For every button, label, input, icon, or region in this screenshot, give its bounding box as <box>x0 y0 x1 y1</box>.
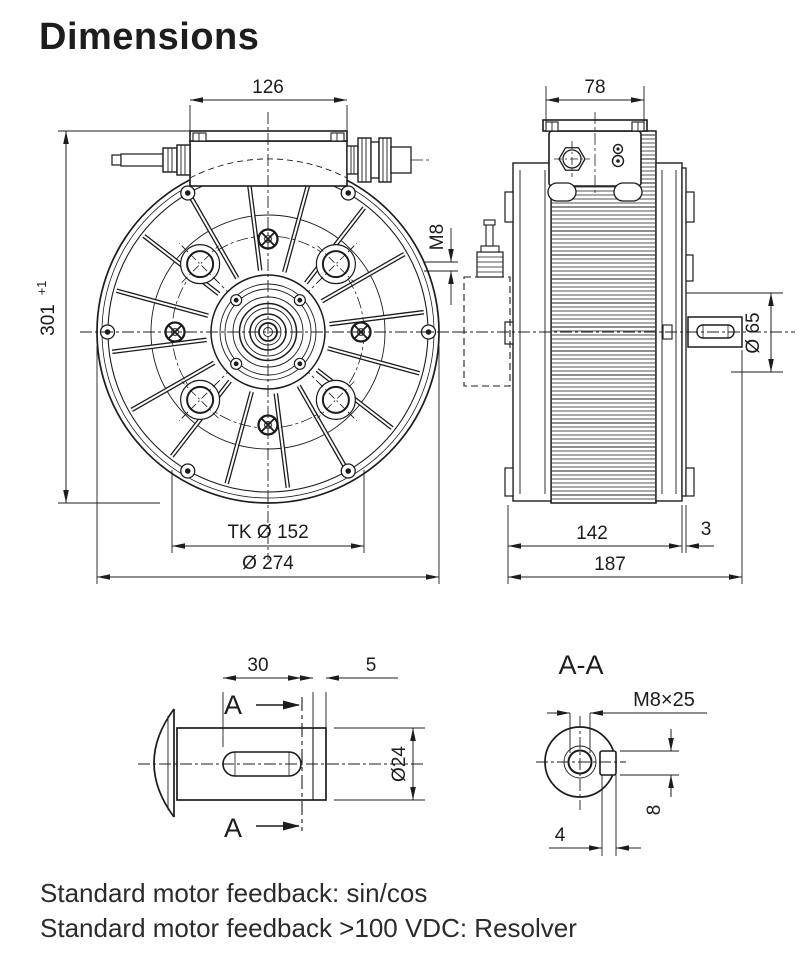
dimension-lines <box>58 86 783 856</box>
dim-pilot-diameter: Ø 65 <box>743 312 764 353</box>
dim-end-plate-thickness: 3 <box>701 519 712 540</box>
dim-terminal-stud-m8: M8 <box>427 224 448 250</box>
dim-bolt-circle-diameter: TK Ø 152 <box>227 522 308 543</box>
dim-shaft-end-length: 5 <box>366 655 377 676</box>
shaft-detail-geometry <box>138 697 425 831</box>
dim-keyway-depth: 4 <box>555 825 566 846</box>
front-view-labels: 126 301 +1 TK Ø 152 Ø 274 <box>34 77 309 574</box>
side-view-labels: 78 M8 Ø 65 142 3 187 <box>427 77 764 575</box>
section-a-a-title: A-A <box>558 650 603 680</box>
section-a-a-labels: A-A M8×25 8 4 <box>555 650 695 846</box>
section-mark-a-bottom: A <box>224 813 242 843</box>
side-view-geometry <box>455 112 795 504</box>
front-view-geometry <box>80 112 456 560</box>
dim-total-length: 187 <box>594 554 626 575</box>
dim-overall-height: 301 <box>38 304 59 336</box>
footnote-feedback-standard: Standard motor feedback: sin/cos <box>40 878 428 908</box>
dim-junction-box-width: 126 <box>252 77 284 98</box>
dim-terminal-box-width: 78 <box>584 77 605 98</box>
dim-keyway-width: 8 <box>644 805 665 816</box>
dim-overall-height-tolerance: +1 <box>34 281 49 296</box>
dim-shaft-diameter: Ø24 <box>389 746 410 782</box>
dim-tapped-hole: M8×25 <box>633 689 695 711</box>
dim-housing-length: 142 <box>576 523 608 544</box>
section-a-a-geometry <box>536 716 626 810</box>
page-title: Dimensions <box>39 16 260 58</box>
section-mark-a-top: A <box>224 690 242 720</box>
dim-keyway-length: 30 <box>247 655 268 676</box>
dim-outer-diameter: Ø 274 <box>242 553 294 574</box>
footnote-feedback-resolver: Standard motor feedback >100 VDC: Resolv… <box>40 913 577 943</box>
shaft-detail-labels: 30 5 A A Ø24 <box>224 655 410 843</box>
